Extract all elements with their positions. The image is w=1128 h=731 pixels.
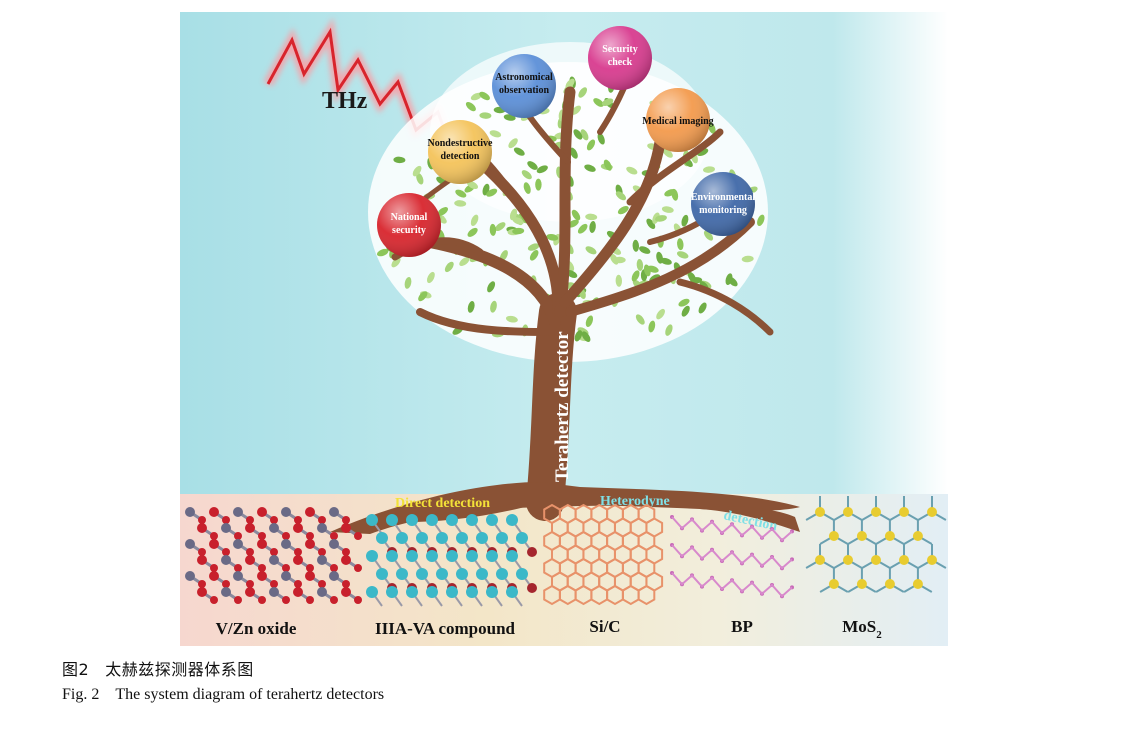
material-vzn-oxide: V/Zn oxide bbox=[185, 507, 362, 638]
ball-security-check: Security check bbox=[588, 26, 652, 90]
svg-text:monitoring: monitoring bbox=[699, 205, 747, 216]
caption-en-text: The system diagram of terahertz detector… bbox=[115, 686, 385, 703]
svg-text:BP: BP bbox=[731, 617, 753, 636]
caption-english: Fig. 2 The system diagram of terahertz de… bbox=[62, 686, 384, 704]
caption-chinese: 图2 太赫兹探测器体系图 bbox=[62, 656, 254, 680]
caption-cn-text: 太赫兹探测器体系图 bbox=[105, 660, 254, 679]
ball-medical-imaging: Medical imaging bbox=[642, 88, 714, 152]
svg-text:observation: observation bbox=[499, 85, 549, 96]
figure-canvas: THz Terahertz detector Direct detection … bbox=[180, 12, 948, 646]
terahertz-detector-figure: THz Terahertz detector Direct detection … bbox=[180, 12, 948, 646]
svg-text:MoS2: MoS2 bbox=[842, 617, 882, 641]
svg-text:Medical imaging: Medical imaging bbox=[642, 116, 713, 127]
trunk-label: Terahertz detector bbox=[552, 331, 573, 482]
svg-text:V/Zn oxide: V/Zn oxide bbox=[216, 619, 297, 638]
svg-text:detection: detection bbox=[441, 151, 480, 162]
svg-text:Si/C: Si/C bbox=[589, 617, 620, 636]
material-mos2: MoS2 bbox=[805, 496, 947, 641]
ball-environmental-monitoring: Environmental monitoring bbox=[691, 172, 755, 236]
material-si-c: Si/C bbox=[543, 503, 664, 636]
svg-text:IIIA-VA compound: IIIA-VA compound bbox=[375, 619, 516, 638]
svg-text:Astronomical: Astronomical bbox=[495, 72, 553, 83]
material-iiia-va-compound: IIIA-VA compound bbox=[366, 514, 537, 638]
material-bp: BP bbox=[670, 515, 794, 636]
ball-astronomical-observation: Astronomical observation bbox=[492, 54, 556, 118]
svg-text:Environmental: Environmental bbox=[691, 192, 755, 203]
root-label-direct: Direct detection bbox=[395, 496, 490, 511]
svg-text:Security: Security bbox=[602, 44, 638, 55]
svg-text:National: National bbox=[391, 212, 428, 223]
svg-text:security: security bbox=[392, 225, 426, 236]
svg-text:Nondestructive: Nondestructive bbox=[428, 138, 494, 149]
ball-national-security: National security bbox=[377, 193, 441, 257]
thz-label: THz bbox=[322, 88, 368, 114]
ball-nondestructive-detection: Nondestructive detection bbox=[428, 120, 494, 184]
svg-text:check: check bbox=[608, 57, 633, 68]
caption-cn-number: 图2 bbox=[62, 660, 90, 679]
caption-en-number: Fig. 2 bbox=[62, 686, 100, 703]
